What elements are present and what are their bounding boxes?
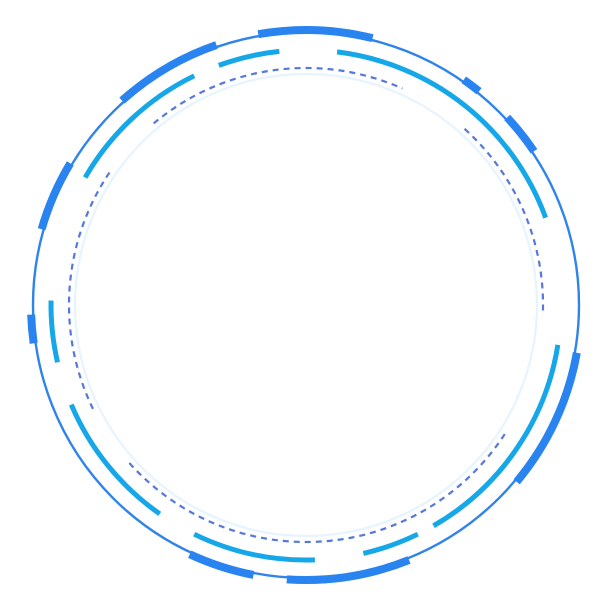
outer-thick-segment-1 (257, 26, 374, 43)
outer-thick-segment-4 (513, 352, 581, 485)
outer-thick-segment-7 (27, 314, 38, 344)
outer-thick-segment-2 (461, 76, 482, 95)
outer-thick-segment-6 (188, 550, 255, 579)
cyan-segment-1 (217, 48, 280, 68)
cyan-segment-5 (193, 531, 315, 563)
frame-group (27, 26, 581, 584)
outer-thin-ring (31, 30, 581, 580)
outer-thick-segment-8 (37, 161, 74, 231)
inner-light-ring (73, 72, 539, 538)
dashed-segment-2 (463, 128, 545, 314)
dashed-segment-4 (67, 168, 113, 410)
cyan-segment-6 (68, 403, 162, 516)
cyan-segment-7 (48, 300, 60, 363)
cyan-segment-4 (362, 531, 419, 556)
cyan-segment-3 (432, 344, 561, 529)
dashed-segment-1 (152, 66, 403, 125)
outer-thick-segment-5 (286, 556, 411, 584)
cyan-segment-8 (82, 73, 196, 179)
outer-thick-segment-3 (504, 114, 538, 154)
outer-thick-segment-9 (119, 41, 218, 104)
cyan-segment-2 (336, 49, 548, 219)
